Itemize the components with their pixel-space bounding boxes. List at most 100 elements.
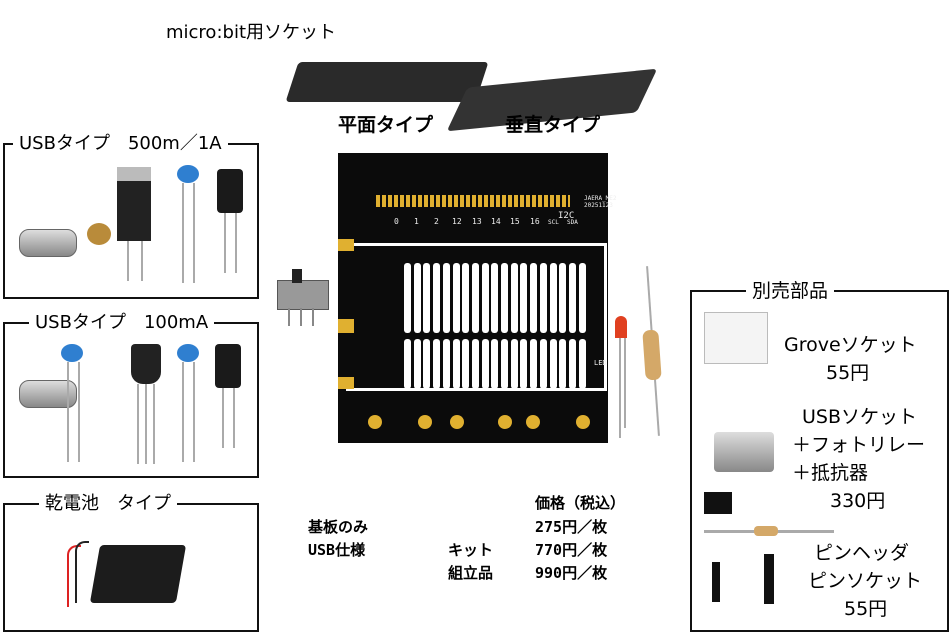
usb-option-line2: ＋フォトリレー	[792, 434, 926, 456]
led-image	[615, 316, 627, 338]
slide-switch-image	[277, 269, 329, 310]
breadboard-strip	[578, 263, 586, 333]
breadboard-strip	[568, 263, 576, 333]
usb-500-title: USBタイプ 500m／1A	[13, 134, 228, 154]
optional-parts-box: 別売部品 Groveソケット 55円 USBソケット ＋フォトリレー ＋抵抗器 …	[690, 281, 949, 632]
pin-label: 12	[452, 217, 462, 226]
usb-spec-label: USB仕様	[308, 541, 366, 559]
pin-socket-image	[764, 554, 774, 604]
electrolytic-capacitor-image	[215, 344, 241, 388]
pin-label: 0	[394, 217, 399, 226]
usb-option-line1: USBソケット	[802, 406, 918, 428]
resistor-image	[754, 526, 778, 536]
breadboard-strip	[452, 263, 460, 333]
breadboard-strip	[491, 339, 499, 389]
breadboard-strip	[462, 339, 470, 389]
vertical-type-label: 垂直タイプ	[505, 114, 601, 136]
pin-label: SCL	[548, 219, 559, 226]
pin-option-line2: ピンソケット	[808, 570, 923, 592]
board-date: 20251123	[584, 202, 613, 209]
pcb-board: JAERA_ME2 20251123 I2C 0 1 2 12 13 14 15…	[338, 153, 617, 443]
flat-type-label: 平面タイプ	[338, 114, 434, 136]
optional-parts-title: 別売部品	[746, 281, 835, 301]
breadboard-strip	[433, 263, 441, 333]
board-only-label: 基板のみ	[308, 518, 369, 536]
breadboard-strip	[442, 339, 450, 389]
breadboard-strip	[423, 263, 431, 333]
breadboard-strip	[413, 339, 421, 389]
pin-label: 14	[491, 217, 501, 226]
kit-label: キット	[448, 541, 494, 559]
i2c-label: I2C	[558, 211, 575, 221]
usb-c-connector-image	[19, 229, 77, 257]
breadboard-strip	[481, 263, 489, 333]
pin-label: 15	[510, 217, 520, 226]
breadboard-strip	[578, 339, 586, 389]
breadboard-strip	[530, 263, 538, 333]
board-id: JAERA_ME2	[584, 195, 617, 202]
pin-label: 16	[530, 217, 540, 226]
breadboard-strip	[501, 263, 508, 333]
battery-box: 乾電池 タイプ	[3, 494, 259, 632]
price-kit: 770円／枚	[535, 541, 608, 559]
battery-title: 乾電池 タイプ	[39, 494, 177, 514]
edge-connector-pads	[376, 195, 570, 207]
usb-option-price: 330円	[830, 490, 886, 512]
regulator-image	[131, 344, 161, 384]
led-label: LED	[594, 359, 607, 367]
usb-100-box: USBタイプ 100mA	[3, 313, 259, 478]
breadboard-strip	[559, 263, 567, 333]
breadboard-strip	[539, 263, 547, 333]
breadboard-strip	[471, 339, 479, 389]
price-board: 275円／枚	[535, 518, 608, 536]
breadboard-strip	[510, 263, 518, 333]
breadboard-strip	[491, 263, 499, 333]
breadboard-strip	[404, 263, 411, 333]
pin-header-image	[712, 562, 720, 602]
usb-option-line3: ＋抵抗器	[792, 462, 869, 484]
pin-label: 13	[472, 217, 482, 226]
pin-option-line1: ピンヘッダ	[814, 542, 910, 564]
grove-socket-image	[704, 312, 768, 364]
breadboard-strip	[539, 339, 547, 389]
capacitor-image	[61, 344, 83, 362]
breadboard-strip	[413, 263, 421, 333]
breadboard-strip	[404, 339, 411, 389]
photo-relay-image	[704, 492, 732, 514]
breadboard-strip	[520, 339, 528, 389]
pin-option-price: 55円	[844, 598, 888, 620]
breadboard-strip	[530, 339, 538, 389]
breadboard-strip	[471, 263, 479, 333]
breadboard-strip	[520, 263, 528, 333]
capacitor-image	[177, 165, 199, 183]
breadboard-strip	[462, 263, 470, 333]
grove-name: Groveソケット	[784, 334, 917, 356]
breadboard-strip	[559, 339, 567, 389]
power-rail	[346, 243, 607, 391]
breadboard-strip	[433, 339, 441, 389]
socket-title: micro:bit用ソケット	[166, 22, 336, 43]
flat-socket-image	[285, 48, 664, 132]
pin-label: 1	[414, 217, 419, 226]
pin-label: SDA	[567, 219, 578, 226]
battery-holder-image	[89, 545, 187, 603]
breadboard-strip	[481, 339, 489, 389]
assembled-label: 組立品	[448, 564, 494, 582]
ceramic-capacitor-image	[87, 223, 111, 245]
breadboard-strip	[452, 339, 460, 389]
resistor-image	[642, 329, 662, 381]
pin-label: 2	[434, 217, 439, 226]
breadboard-strip	[568, 339, 576, 389]
price-header: 価格（税込）	[535, 494, 626, 512]
regulator-image	[117, 167, 151, 241]
breadboard-strip	[442, 263, 450, 333]
electrolytic-capacitor-image	[217, 169, 243, 213]
breadboard-strip	[423, 339, 431, 389]
usb-socket-image	[714, 432, 774, 472]
usb-500-box: USBタイプ 500m／1A	[3, 134, 259, 299]
breadboard-strip	[549, 339, 557, 389]
capacitor-image	[177, 344, 199, 362]
breadboard-strip	[501, 339, 508, 389]
breadboard-strip	[549, 263, 557, 333]
